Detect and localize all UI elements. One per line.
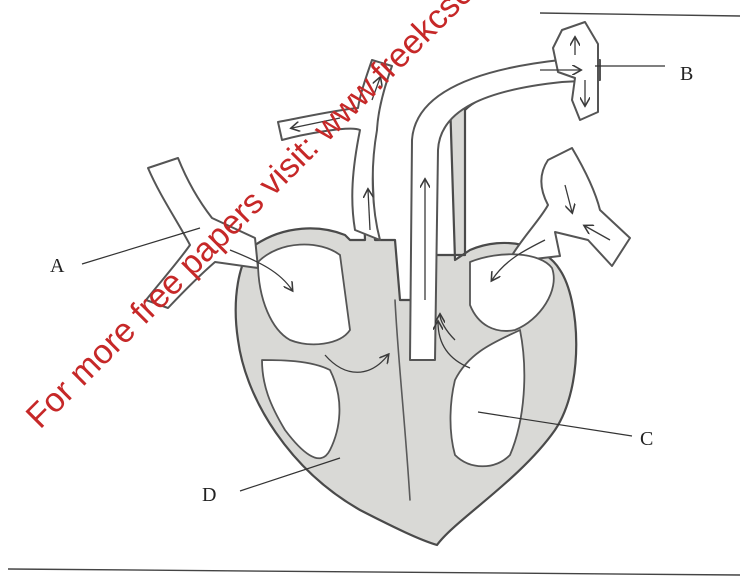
aorta-top-branch bbox=[553, 22, 598, 120]
right-ventricle bbox=[262, 360, 339, 458]
top-rule bbox=[540, 13, 740, 16]
label-d: D bbox=[202, 484, 216, 506]
label-c: C bbox=[640, 428, 653, 450]
label-b: B bbox=[680, 63, 693, 85]
label-a: A bbox=[50, 255, 65, 277]
bottom-rule bbox=[8, 569, 740, 575]
pulmonary-vein bbox=[508, 148, 630, 266]
